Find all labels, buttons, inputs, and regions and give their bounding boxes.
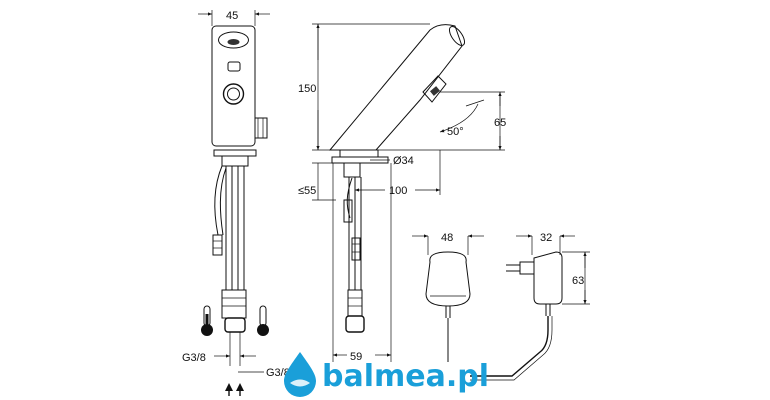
power-adapter: 32 63 — [470, 232, 590, 381]
dim-front-width: 45 — [226, 10, 238, 22]
front-view: 45 — [182, 10, 290, 396]
dim-min-depth: ≤55 — [298, 185, 316, 197]
dim-height-total: 150 — [298, 83, 316, 95]
power-box: 48 — [412, 232, 484, 362]
thermometer-cold-icon — [257, 305, 269, 336]
logo: balmea.pl — [284, 352, 489, 397]
dim-thread-right: G3/8 — [266, 367, 290, 379]
dim-projection: 100 — [389, 185, 407, 197]
dim-spout-angle: 50° — [447, 126, 464, 138]
side-view: 150 65 50° Ø34 100 ≤55 — [298, 23, 506, 363]
dim-base-diameter: Ø34 — [393, 155, 414, 167]
arrow-up-icon — [225, 383, 244, 396]
drop-icon — [284, 352, 316, 397]
dim-thread-left: G3/8 — [182, 352, 206, 364]
dim-power-box-width: 48 — [441, 232, 453, 244]
logo-text: balmea.pl — [322, 359, 489, 394]
dim-adapter-width: 32 — [540, 232, 552, 244]
dim-spout-height: 65 — [494, 117, 506, 129]
dim-connection-spacing: 59 — [350, 351, 362, 363]
dim-adapter-height: 63 — [572, 275, 584, 287]
thermometer-hot-icon — [201, 305, 213, 336]
